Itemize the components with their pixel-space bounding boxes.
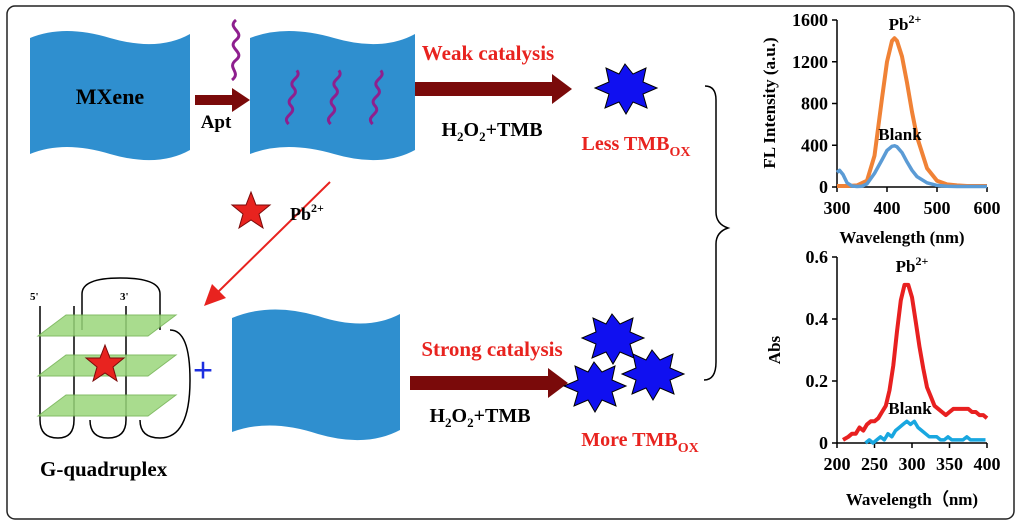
series-annotation: Blank [888,399,932,418]
mxene-sheet-1 [30,31,190,161]
y-tick-label: 800 [801,94,828,114]
y-tick-label: 1200 [792,52,828,72]
strong-catalysis-arrow [410,368,568,398]
x-tick-label: 300 [899,454,926,474]
series-annotation: Pb2+ [889,12,922,34]
adsorbed-aptamer-1 [284,69,300,126]
apt-arrow [195,88,250,112]
mxene-sheet-2 [250,31,415,161]
series-line-blank [864,419,986,445]
tmb-ox-star-bottom-3 [620,349,686,401]
pb-binding-arrow-head [204,284,226,306]
weak-catalysis-arrow [415,74,572,104]
pb-star-bound [84,343,126,383]
adsorbed-aptamer-2 [326,69,342,126]
reagent-top: H2O2+TMB [441,119,542,144]
strong-catalysis-label: Strong catalysis [421,337,562,361]
pb-binding-arrow-line [217,181,331,293]
pb-star-free [230,190,272,230]
tmb-ox-star-bottom-1 [580,313,646,365]
g-quadruplex-structure: 5' 3' [30,277,191,439]
g-quadruplex-label: G-quadruplex [40,457,168,481]
five-prime-label: 5' [30,291,39,303]
right-brace [703,85,731,381]
less-tmbox-label: Less TMBOX [582,133,691,160]
x-tick-label: 350 [936,454,963,474]
x-tick-label: 400 [974,454,1001,474]
absorbance-chart: 0 0.2 0.4 0.6 200 250 300 350 400 Pb2+ BlankWavele… [765,247,1001,509]
aptamer-strand-free [230,18,241,82]
adsorbed-aptamer-3 [368,69,384,126]
g-quartet-plane-3 [36,394,178,417]
x-axis-label: Wavelength（nm) [846,489,978,509]
y-tick-label: 0 [819,433,828,453]
series-line-pb [841,282,989,442]
series-annotation: Pb2+ [896,254,929,276]
plus-sign: + [193,350,214,390]
x-tick-label: 300 [824,198,851,218]
series-annotation: Blank [878,125,922,144]
g-quartet-plane-1 [36,314,178,337]
mxene-sheet-3 [232,309,400,441]
x-tick-label: 500 [924,198,951,218]
fl-intensity-chart: 0 400 800 1200 1600 300 400 500 600 Pb2+ BlankWave… [760,10,1001,247]
pb-label: Pb2+ [290,201,324,224]
apt-label: Apt [201,112,232,133]
y-axis-label: Abs [765,335,784,364]
y-tick-label: 0.4 [806,309,829,329]
y-tick-label: 0.6 [806,247,829,267]
weak-catalysis-label: Weak catalysis [422,41,554,65]
x-tick-label: 600 [974,198,1001,218]
three-prime-label: 3' [120,291,129,303]
mxene-label: MXene [76,84,145,109]
x-axis-label: Wavelength (nm) [839,228,964,247]
y-tick-label: 400 [801,135,828,155]
tmb-ox-star-top [593,63,659,115]
more-tmbox-label: More TMBOX [581,429,698,456]
tmb-ox-star-bottom-2 [562,361,628,413]
y-tick-label: 1600 [792,10,828,30]
x-tick-label: 200 [824,454,851,474]
y-axis-label: FL Intensity (a.u.) [760,37,779,168]
series-line-blank [835,144,987,189]
y-tick-label: 0 [819,177,828,197]
reagent-bottom: H2O2+TMB [429,405,530,430]
x-tick-label: 250 [861,454,888,474]
x-tick-label: 400 [874,198,901,218]
y-tick-label: 0.2 [806,371,829,391]
